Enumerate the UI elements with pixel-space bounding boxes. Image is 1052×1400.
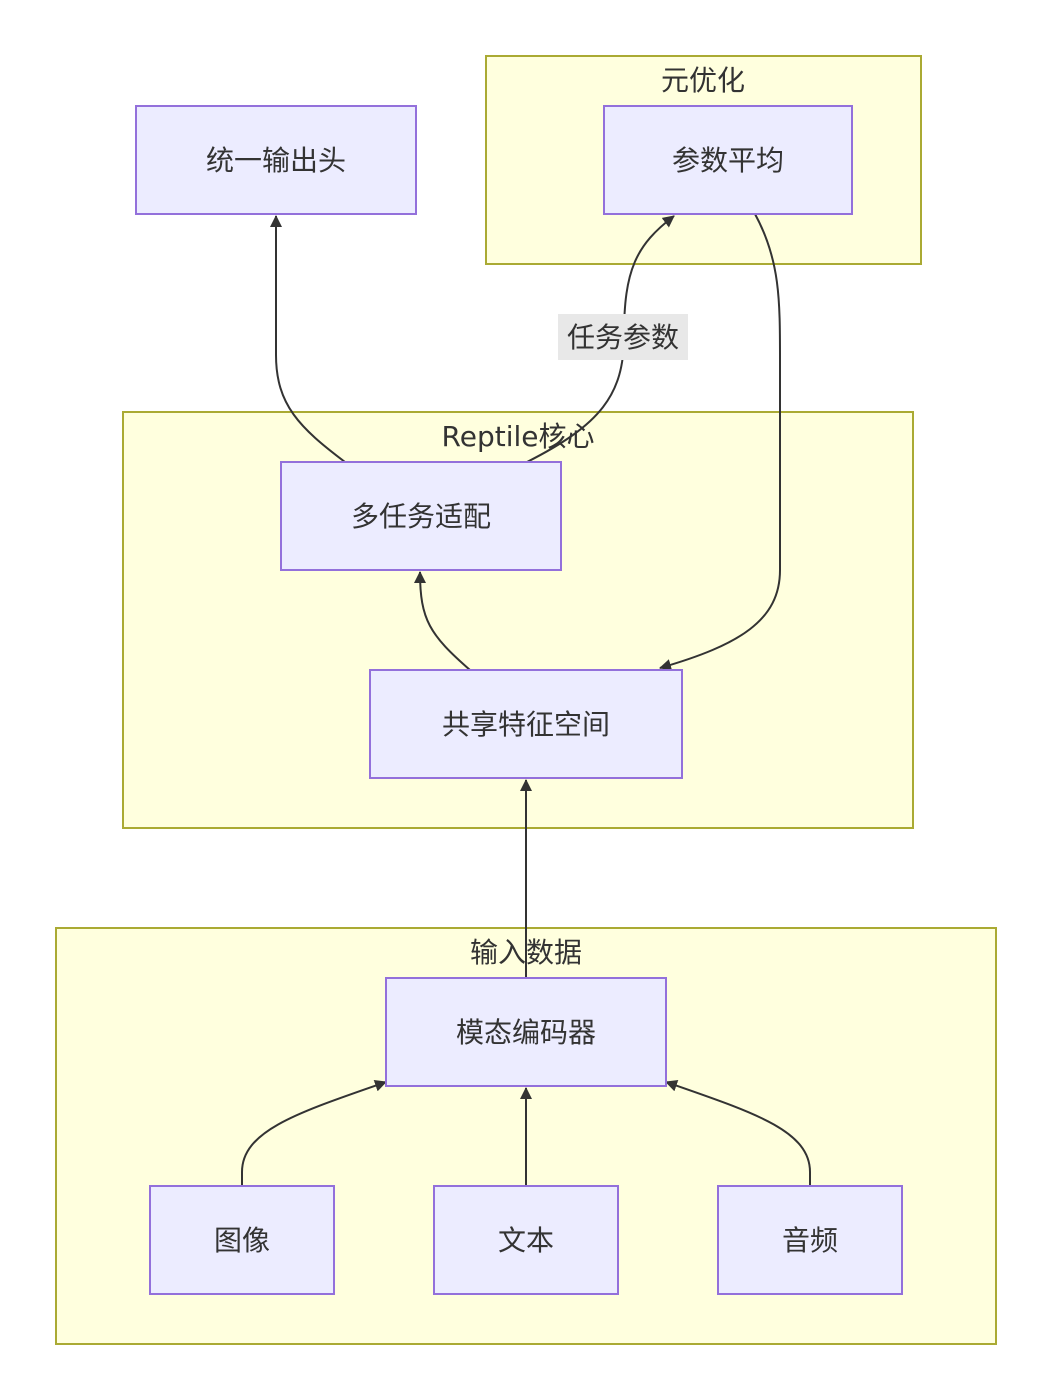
node-modal-encoder-label: 模态编码器 xyxy=(456,1016,596,1049)
node-modal-encoder[interactable]: 模态编码器 xyxy=(385,977,667,1087)
edge-image-to-encoder xyxy=(241,1079,387,1186)
node-multitask[interactable]: 多任务适配 xyxy=(280,461,562,571)
edge-shared-to-multitask xyxy=(414,571,471,671)
edge-label-task-params-text: 任务参数 xyxy=(567,321,679,354)
node-shared-feature-space-label: 共享特征空间 xyxy=(442,708,610,741)
node-multitask-label: 多任务适配 xyxy=(351,500,491,533)
node-image-label: 图像 xyxy=(214,1224,270,1257)
node-unified-head-label: 统一输出头 xyxy=(206,144,346,177)
edge-param-avg-to-shared xyxy=(659,213,781,671)
node-image[interactable]: 图像 xyxy=(149,1185,335,1295)
node-text[interactable]: 文本 xyxy=(433,1185,619,1295)
edge-label-task-params: 任务参数 xyxy=(558,314,688,360)
edge-audio-to-encoder xyxy=(665,1079,811,1186)
node-unified-head[interactable]: 统一输出头 xyxy=(135,105,417,215)
node-param-avg[interactable]: 参数平均 xyxy=(603,105,853,215)
node-shared-feature-space[interactable]: 共享特征空间 xyxy=(369,669,683,779)
node-param-avg-label: 参数平均 xyxy=(672,144,784,177)
node-audio-label: 音频 xyxy=(782,1224,838,1257)
edge-multitask-to-unified-head xyxy=(270,215,346,463)
node-audio[interactable]: 音频 xyxy=(717,1185,903,1295)
node-text-label: 文本 xyxy=(498,1224,554,1257)
cluster-meta-optimization-label: 元优化 xyxy=(661,64,745,97)
